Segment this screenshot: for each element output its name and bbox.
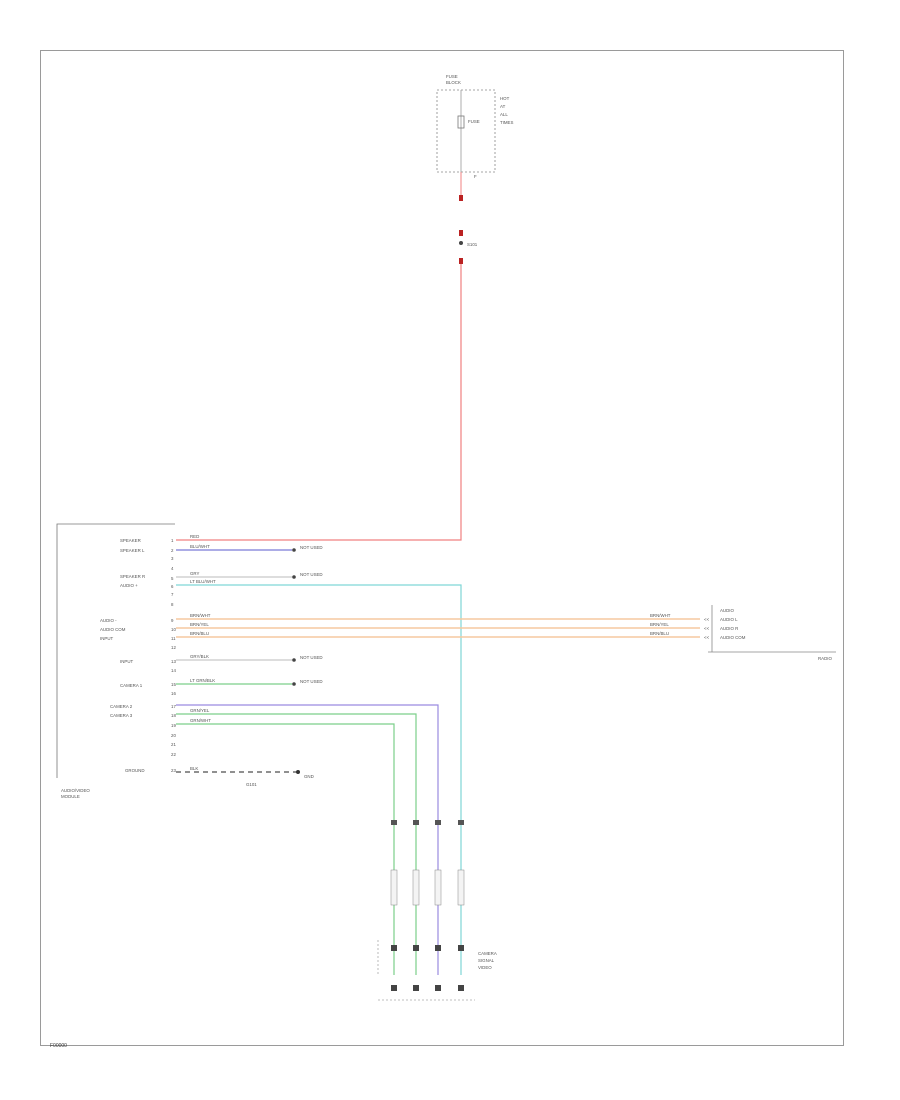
svg-text:19: 19 — [171, 723, 176, 728]
bottom-connector-label-2: SIGNAL — [478, 958, 495, 963]
module-left-label-4: AUDIO + — [120, 583, 138, 588]
svg-text:1: 1 — [171, 538, 174, 543]
module-left-label-8: INPUT — [120, 659, 133, 664]
green-wire-short-label: LT GRN/BLK — [190, 678, 215, 683]
svg-text:16: 16 — [171, 691, 176, 696]
bottom-connector-label-1: CAMERA — [478, 951, 497, 956]
fuse-label: FUSE — [468, 119, 480, 124]
green-wire-3: GRN/WHT — [176, 718, 395, 820]
gray-wire-1-label: GRY — [190, 571, 200, 576]
svg-text:17: 17 — [171, 704, 176, 709]
svg-text:15: 15 — [171, 682, 176, 687]
fuse-note-4: TIMES — [500, 120, 513, 125]
blue-wire-label: BLU/WHT — [190, 544, 210, 549]
violet-wire — [176, 704, 439, 820]
svg-text:<<: << — [704, 617, 710, 622]
splice-label: S101 — [467, 242, 478, 247]
green-wire-2-label: GRN/YEL — [190, 708, 210, 713]
module-left-label-6: AUDIO COM — [100, 627, 126, 632]
svg-text:7: 7 — [171, 592, 174, 597]
blue-wire-short: BLU/WHT NOT USED — [176, 544, 323, 552]
green-wire-3-label: GRN/WHT — [190, 718, 211, 723]
ground-wire: BLK G101 GND — [176, 766, 314, 787]
green-wire-short: LT GRN/BLK NOT USED — [176, 678, 323, 686]
module-left-label-11: CAMERA 3 — [110, 713, 133, 718]
svg-text:8: 8 — [171, 602, 174, 607]
svg-text:18: 18 — [171, 713, 176, 718]
ground-wire-label: BLK — [190, 766, 198, 771]
right-connector-label-1: AUDIO — [720, 608, 734, 613]
svg-text:NOT USED: NOT USED — [300, 545, 323, 550]
module-left-label-2: SPEAKER L — [120, 548, 145, 553]
module-left-label-9: CAMERA 1 — [120, 683, 143, 688]
fuse-symbol — [457, 115, 465, 129]
module-left-label-7: INPUT — [100, 636, 113, 641]
svg-text:12: 12 — [171, 645, 176, 650]
gray-wire-2-label: GRY/BLK — [190, 654, 209, 659]
module-left-label-1: SPEAKER — [120, 538, 141, 543]
svg-text:13: 13 — [171, 659, 176, 664]
right-connector: << << << AUDIO AUDIO L AUDIO R AUDIO COM… — [704, 605, 836, 661]
svg-text:11: 11 — [171, 636, 176, 641]
green-wire-2: GRN/YEL — [176, 708, 417, 820]
svg-text:NOT USED: NOT USED — [300, 679, 323, 684]
svg-text:GND: GND — [304, 774, 314, 779]
fuse-note-2: AT — [500, 104, 506, 109]
power-wire-label: RED — [190, 534, 199, 539]
svg-text:10: 10 — [171, 627, 176, 632]
gray-wire-2: GRY/BLK NOT USED — [176, 654, 323, 662]
module-left-label-10: CAMERA 2 — [110, 704, 133, 709]
svg-text:21: 21 — [171, 742, 176, 747]
fuse-block: FUSE BLOCK FUSE HOT AT ALL TIMES F — [436, 74, 513, 179]
right-connector-label-4: AUDIO COM — [720, 635, 746, 640]
bottom-wires: CAMERA SIGNAL VIDEO — [377, 820, 497, 1001]
ground-point-label: G101 — [246, 782, 257, 787]
orange-wire-3-label: BRN/BLU — [190, 631, 209, 636]
svg-text:4: 4 — [171, 566, 174, 571]
svg-text:2: 2 — [171, 548, 174, 553]
orange-wire-1-label: BRN/WHT — [190, 613, 211, 618]
svg-text:5: 5 — [171, 576, 174, 581]
cyan-wire: LT BLU/WHT — [176, 579, 462, 820]
module-left-label-3: SPEAKER R — [120, 574, 145, 579]
svg-text:NOT USED: NOT USED — [300, 655, 323, 660]
module-name-1: AUDIO/VIDEO — [61, 788, 90, 793]
fuse-block-title-1: FUSE — [446, 74, 458, 79]
svg-text:BRN/WHT: BRN/WHT — [650, 613, 671, 618]
power-wire: S101 RED — [176, 172, 478, 541]
orange-wires: BRN/WHT BRN/YEL BRN/BLU BRN/WHT BRN/YEL … — [176, 613, 700, 638]
right-connector-label-3: AUDIO R — [720, 626, 738, 631]
svg-text:NOT USED: NOT USED — [300, 572, 323, 577]
module-left-label-5: AUDIO - — [100, 618, 117, 623]
fuse-note-1: HOT — [500, 96, 510, 101]
svg-text:3: 3 — [171, 556, 174, 561]
fuse-note-3: ALL — [500, 112, 508, 117]
svg-text:22: 22 — [171, 752, 176, 757]
gray-wire-1: GRY NOT USED — [176, 571, 323, 579]
svg-text:9: 9 — [171, 618, 174, 623]
svg-text:BRN/BLU: BRN/BLU — [650, 631, 669, 636]
svg-text:6: 6 — [171, 584, 174, 589]
right-connector-label-2: AUDIO L — [720, 617, 738, 622]
module-name-2: MODULE — [61, 794, 80, 799]
module: AUDIO/VIDEO MODULE SPEAKER SPEAKER L SPE… — [56, 523, 176, 799]
svg-text:<<: << — [704, 635, 710, 640]
svg-text:20: 20 — [171, 733, 176, 738]
svg-text:14: 14 — [171, 668, 176, 673]
svg-text:<<: << — [704, 626, 710, 631]
right-connector-name: RADIO — [818, 656, 832, 661]
diagram-frame — [40, 50, 844, 1046]
fuse-terminal: F — [474, 174, 477, 179]
orange-wire-2-label: BRN/YEL — [190, 622, 209, 627]
cyan-wire-label: LT BLU/WHT — [190, 579, 216, 584]
footer-code: F00000 — [50, 1043, 67, 1049]
splice-dot — [459, 241, 463, 245]
bottom-connector-label-3: VIDEO — [478, 965, 492, 970]
fuse-block-title-2: BLOCK — [446, 80, 461, 85]
module-left-label-12: GROUND — [125, 768, 145, 773]
svg-text:BRN/YEL: BRN/YEL — [650, 622, 669, 627]
svg-text:23: 23 — [171, 768, 176, 773]
